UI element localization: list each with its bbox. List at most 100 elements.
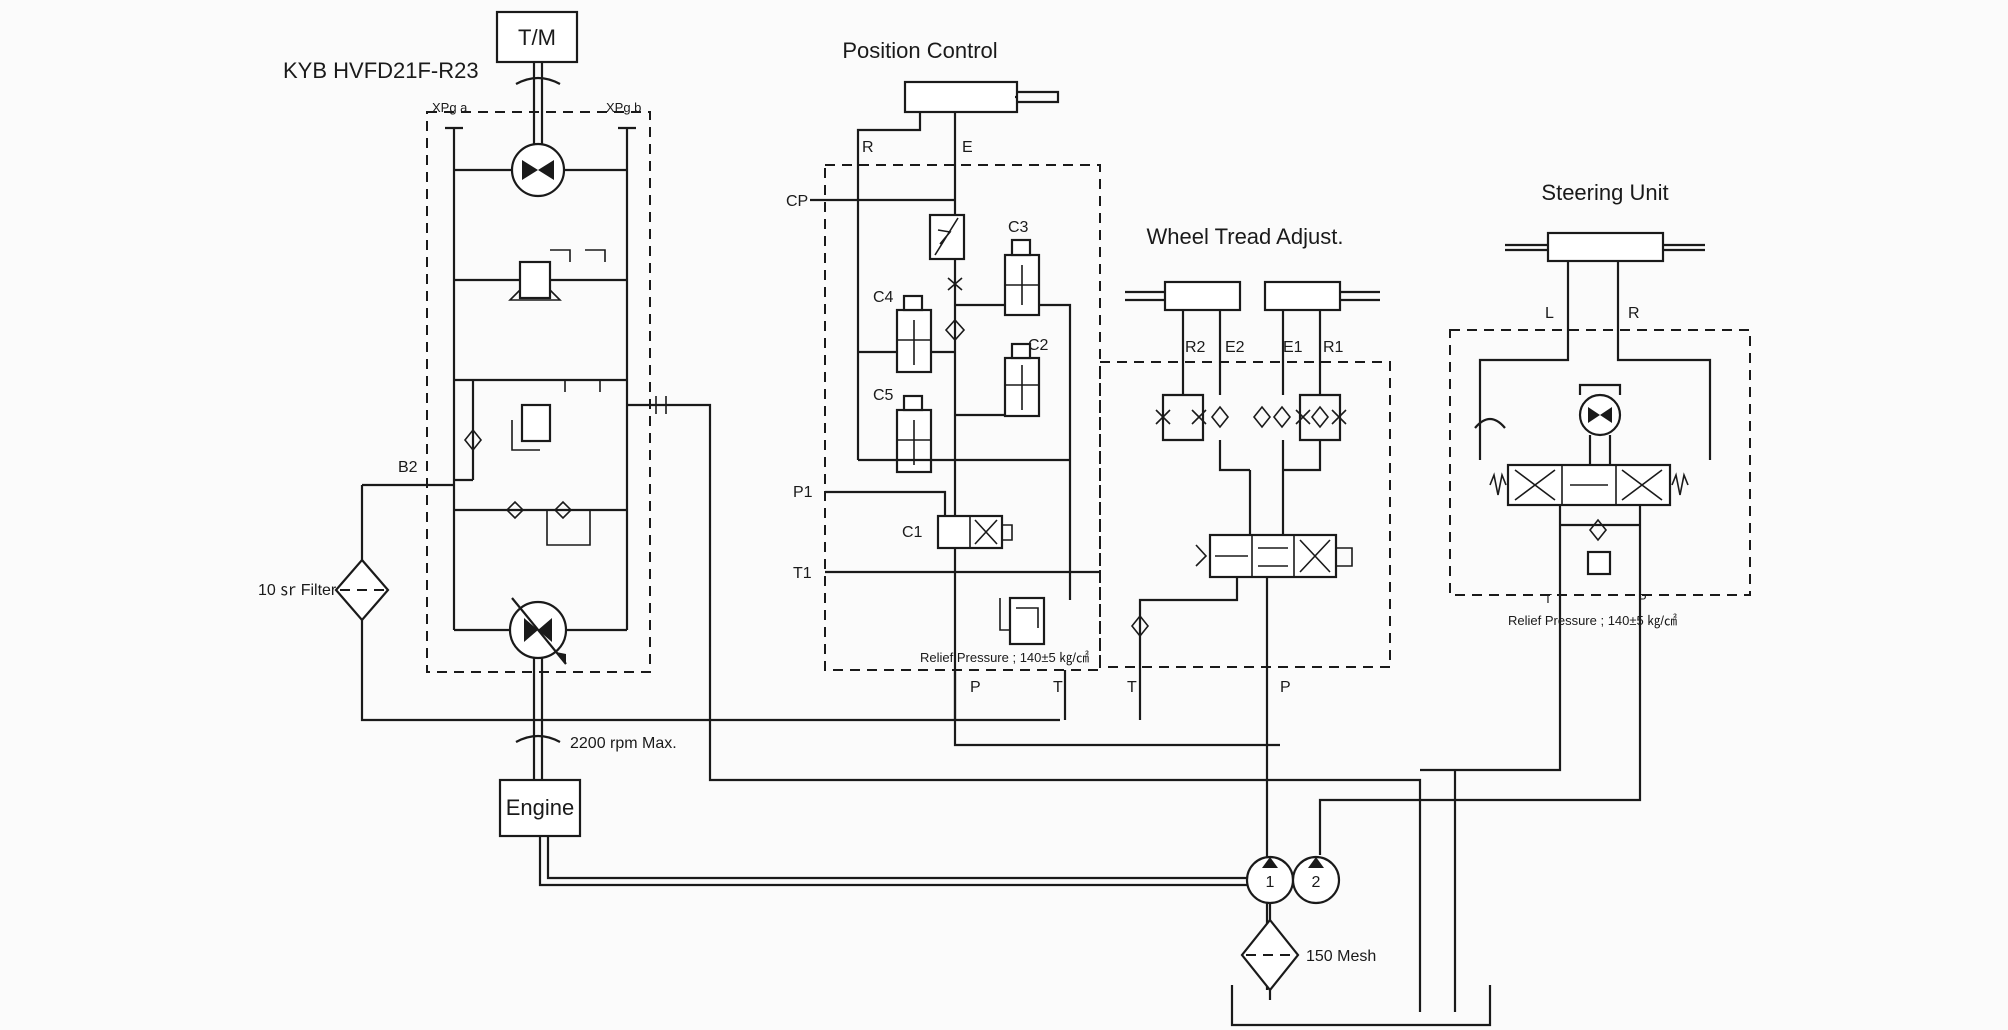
valve-c1-details — [969, 516, 1013, 548]
hst-return-line — [627, 403, 1422, 990]
pump-2-label: 2 — [1312, 874, 1321, 891]
steering-group: Steering Unit L R T P Relief Pressure ; … — [1318, 180, 1751, 855]
xpg-b-label: XPg b — [606, 100, 641, 115]
steering-rods — [1505, 243, 1705, 252]
b2-label: B2 — [398, 459, 418, 476]
solenoid-c2-coil — [1010, 342, 1032, 360]
engine-box — [498, 778, 582, 838]
tread-check-icons — [1210, 405, 1330, 429]
pc-r-label: R — [862, 139, 874, 156]
pc-relief-details — [999, 598, 1039, 631]
tread-cylinder-left-rod — [1125, 290, 1165, 302]
c4-label: C4 — [873, 289, 894, 306]
pump-tank-group: 1 2 150 Mesh — [1230, 770, 1492, 1027]
steering-check-icon — [1588, 518, 1608, 542]
solenoid-c5-coil — [902, 394, 924, 412]
filter-label: 10 ㏛ Filter — [258, 582, 337, 599]
hst-unit: KYB HVFD21F-R23 T/M XPg a XPg b — [283, 10, 1422, 990]
hst-boundary — [426, 111, 651, 673]
c1-label: C1 — [902, 524, 923, 541]
rpm-label: 2200 rpm Max. — [570, 735, 677, 752]
position-cylinder-rod — [1015, 90, 1060, 104]
pump-1-arrow — [1262, 857, 1278, 868]
st-relief-label: Relief Pressure ; 140±5 ㎏/㎠ — [1508, 613, 1677, 629]
solenoid-c4-lines — [897, 320, 931, 365]
r1-label: R1 — [1323, 339, 1344, 356]
pc-e-label: E — [962, 139, 973, 156]
steering-title: Steering Unit — [1541, 180, 1668, 205]
steering-valve-springs — [1489, 472, 1689, 496]
wheel-tread-title: Wheel Tread Adjust. — [1147, 224, 1344, 249]
e1-label: E1 — [1283, 339, 1303, 356]
tread-frame-lines — [1161, 393, 1342, 442]
wt-check-icon — [1130, 614, 1150, 638]
tread-valve-details — [1215, 535, 1331, 577]
wt-outlet-lines — [1138, 577, 1269, 990]
pc-p-label: P — [970, 679, 981, 696]
pc-relief-valve-icon — [1008, 596, 1046, 646]
tread-cylinder-right-icon — [1263, 280, 1342, 312]
pc-check-icon — [944, 318, 966, 342]
solenoid-c3-coil — [1010, 238, 1032, 257]
tread-orifice-icons — [1155, 409, 1347, 425]
c3-label: C3 — [1008, 219, 1029, 236]
steering-cylinder-icon — [1546, 231, 1665, 263]
wheel-tread-group: Wheel Tread Adjust. R2 E2 E1 R1 T P — [1099, 224, 1391, 990]
orifice-c3-icon — [947, 277, 963, 291]
relief-valve-icon — [518, 260, 552, 300]
t1-label: T1 — [793, 565, 812, 582]
filter-line — [360, 485, 1060, 722]
pump-2-arrow — [1308, 857, 1324, 868]
steering-relief-icon — [1586, 550, 1612, 576]
pump-model-label: KYB HVFD21F-R23 — [283, 58, 479, 83]
p1-label: P1 — [793, 484, 813, 501]
variable-arrow-head — [556, 652, 566, 664]
steering-relief-lines — [1558, 505, 1642, 595]
steering-motor-arrows — [1588, 407, 1612, 423]
position-cylinder-icon — [903, 80, 1019, 114]
throttle-arrow — [934, 217, 959, 256]
tm-rotation-arc — [515, 76, 561, 85]
st-t-label: T — [1544, 591, 1552, 606]
tank-icon — [1230, 985, 1492, 1027]
motor-arrows — [522, 160, 554, 180]
e2-label: E2 — [1225, 339, 1245, 356]
engine-drive-shaft — [538, 836, 1270, 887]
relief-valve-details — [508, 249, 606, 301]
tread-valve-actuators — [1195, 544, 1353, 567]
solenoid-c5-lines — [897, 420, 931, 465]
engine-label: Engine — [506, 795, 575, 820]
tread-port-lines — [1181, 310, 1322, 395]
pump-1-label: 1 — [1266, 874, 1275, 891]
engine-shaft-upper — [532, 658, 544, 780]
steering-port-lines — [1478, 261, 1712, 460]
wt-t-label: T — [1127, 679, 1137, 696]
wt-p-label: P — [1280, 679, 1291, 696]
cp-label: CP — [786, 193, 808, 210]
tm-shaft — [532, 62, 544, 150]
pressure-valve-lines — [511, 379, 601, 451]
engine-rotation-arc — [515, 734, 561, 743]
check-valve-1-icon — [463, 428, 483, 452]
pc-t-label: T — [1053, 679, 1063, 696]
c3-connect — [955, 303, 1072, 600]
steering-boundary — [1449, 329, 1751, 596]
shuttle-restrictor — [546, 510, 591, 546]
steering-rotation-arc — [1474, 417, 1506, 429]
pc-outlets — [953, 670, 1280, 747]
wheel-tread-boundary — [1099, 361, 1391, 668]
steering-motor-lines — [1578, 383, 1622, 465]
suction-filter-group: 10 ㏛ Filter — [258, 485, 1060, 722]
tread-merge-lines — [1218, 440, 1322, 535]
steering-valve-details — [1514, 465, 1663, 505]
hst-cross-lines — [454, 168, 627, 632]
shuttle-check-icons — [505, 500, 573, 520]
steering-outlet-lines — [1318, 595, 1642, 855]
mesh-label: 150 Mesh — [1306, 948, 1376, 965]
pressure-valve-icon — [520, 403, 552, 443]
r2-label: R2 — [1185, 339, 1206, 356]
xpg-a-label: XPg a — [432, 100, 468, 115]
position-control-group: Position Control R E CP C3 C4 C2 — [786, 38, 1280, 747]
transmission-box — [495, 10, 579, 64]
